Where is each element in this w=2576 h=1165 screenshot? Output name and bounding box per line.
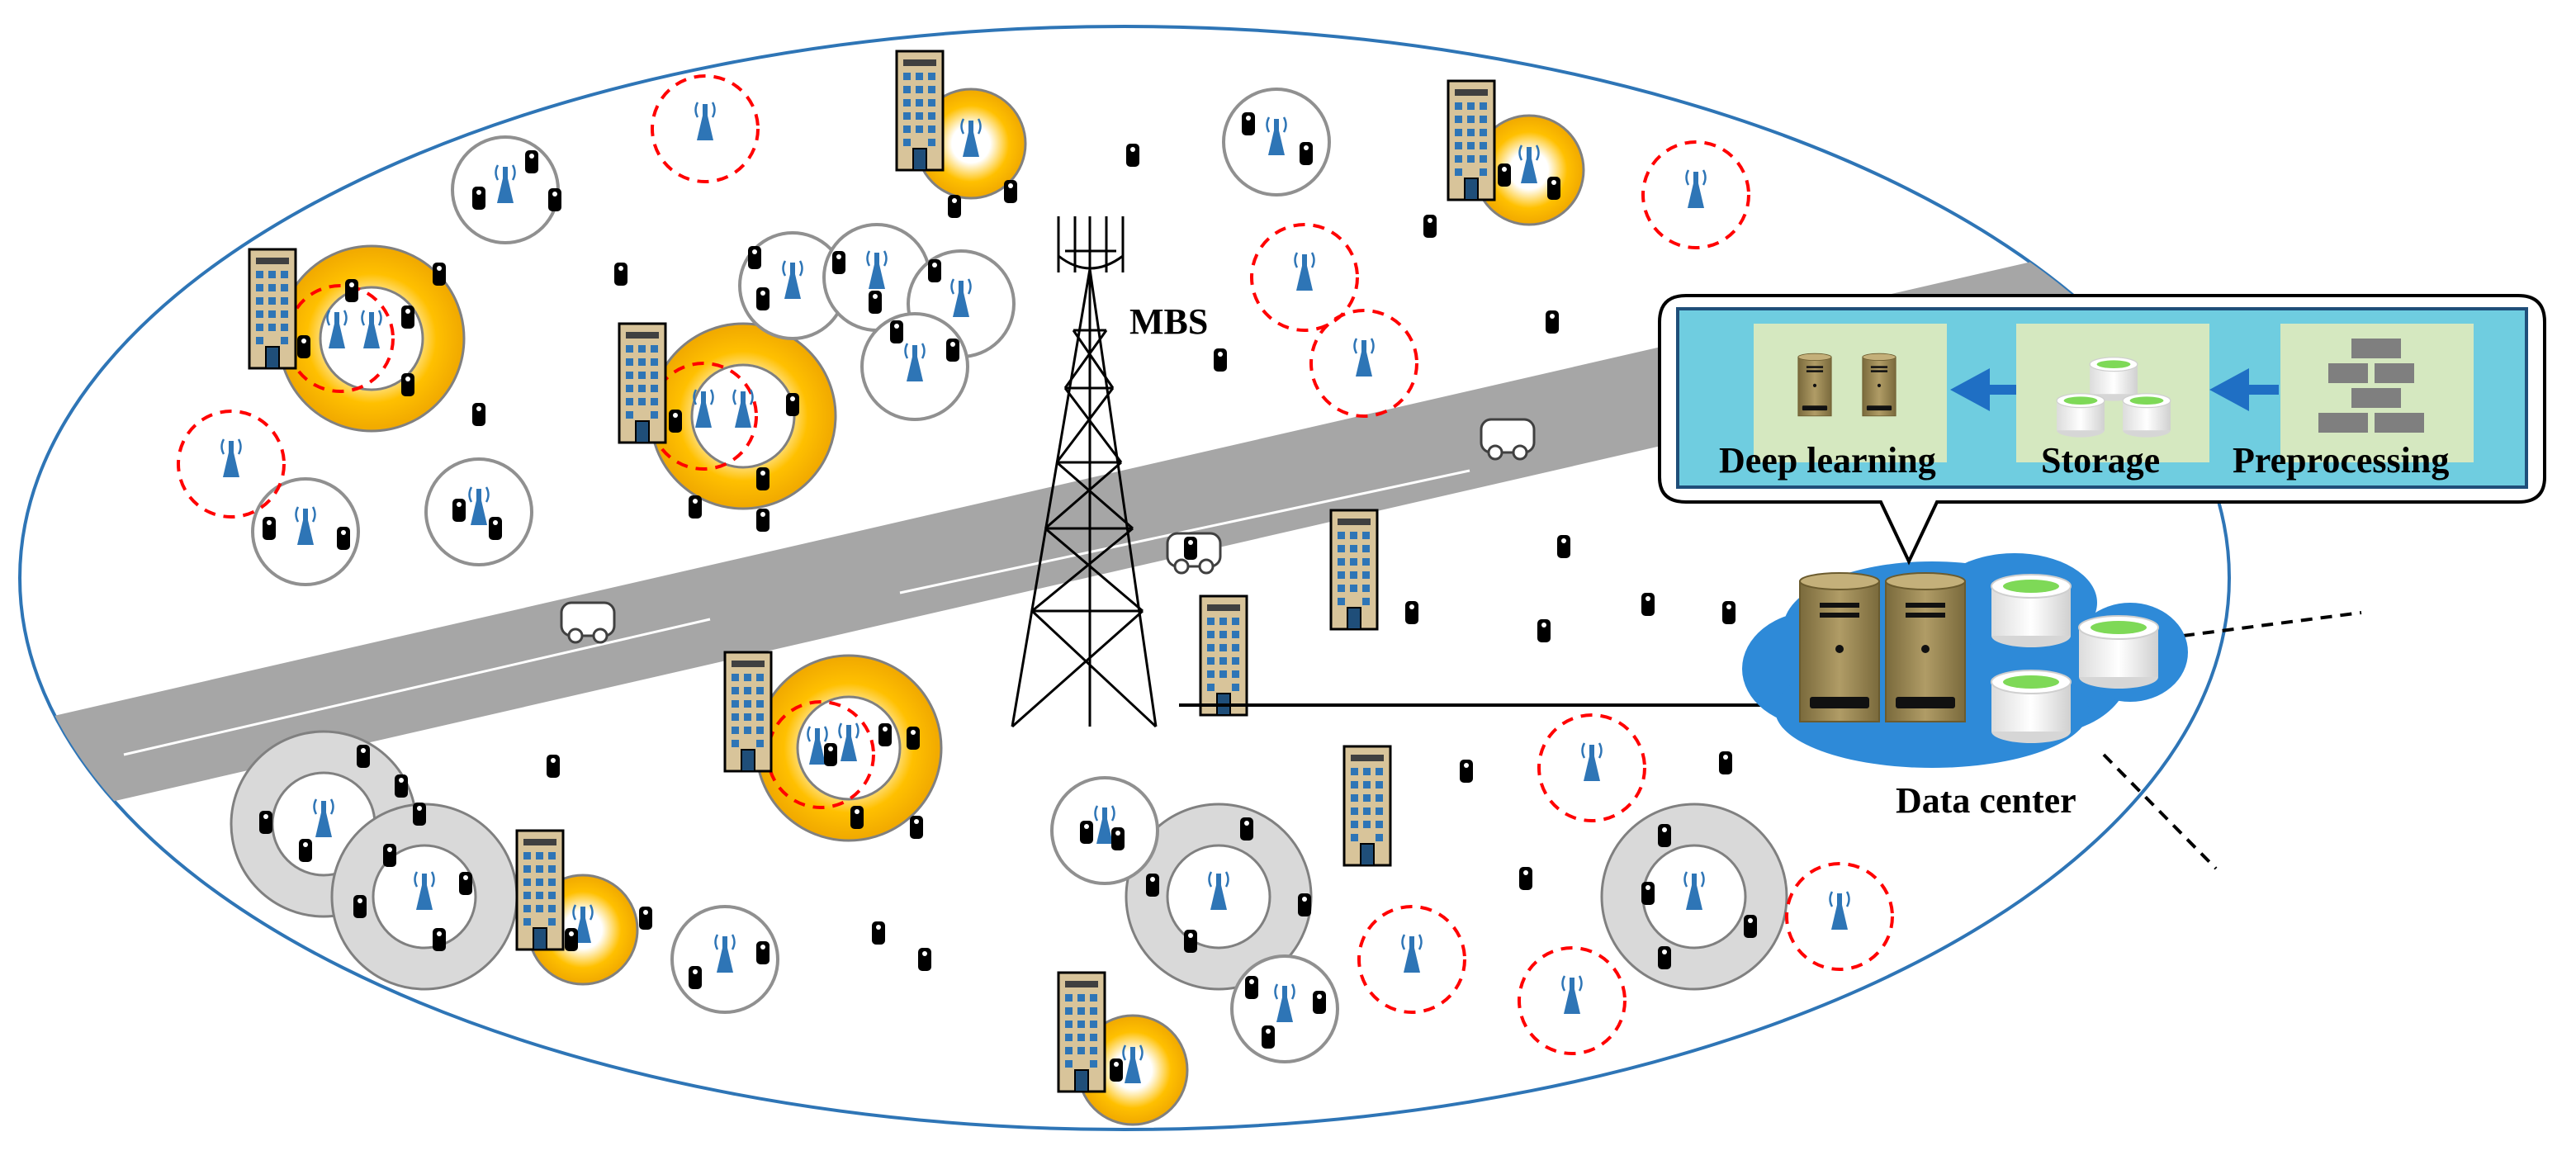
external-link — [2102, 753, 2218, 870]
blocks-icon — [2318, 339, 2424, 433]
server-icon — [1885, 572, 1966, 722]
database-icon — [2078, 615, 2159, 689]
preprocessing-label: Preprocessing — [2233, 440, 2449, 481]
deep-learning-label: Deep learning — [1719, 440, 1936, 481]
processing-pipeline: Deep learning Storage Preprocessing — [1658, 294, 2546, 566]
dashed-cells — [177, 74, 1894, 1055]
database-icon — [2122, 393, 2171, 438]
tower-icon — [1011, 216, 1158, 728]
external-link — [2182, 611, 2362, 637]
database-icon — [1991, 670, 2072, 744]
data-center-label: Data center — [1896, 780, 2076, 821]
database-icon — [2056, 393, 2105, 438]
arrow-icon — [1950, 368, 2279, 411]
storage-label: Storage — [2041, 440, 2160, 481]
server-icon — [1797, 353, 1832, 417]
database-icon — [2089, 357, 2138, 402]
deep-learning-tile — [1754, 324, 1947, 462]
mbs-label: MBS — [1129, 301, 1208, 342]
database-icon — [1991, 574, 2072, 648]
server-icon — [1799, 572, 1880, 722]
data-center: Data center — [1742, 553, 2188, 821]
server-icon — [1862, 353, 1896, 417]
